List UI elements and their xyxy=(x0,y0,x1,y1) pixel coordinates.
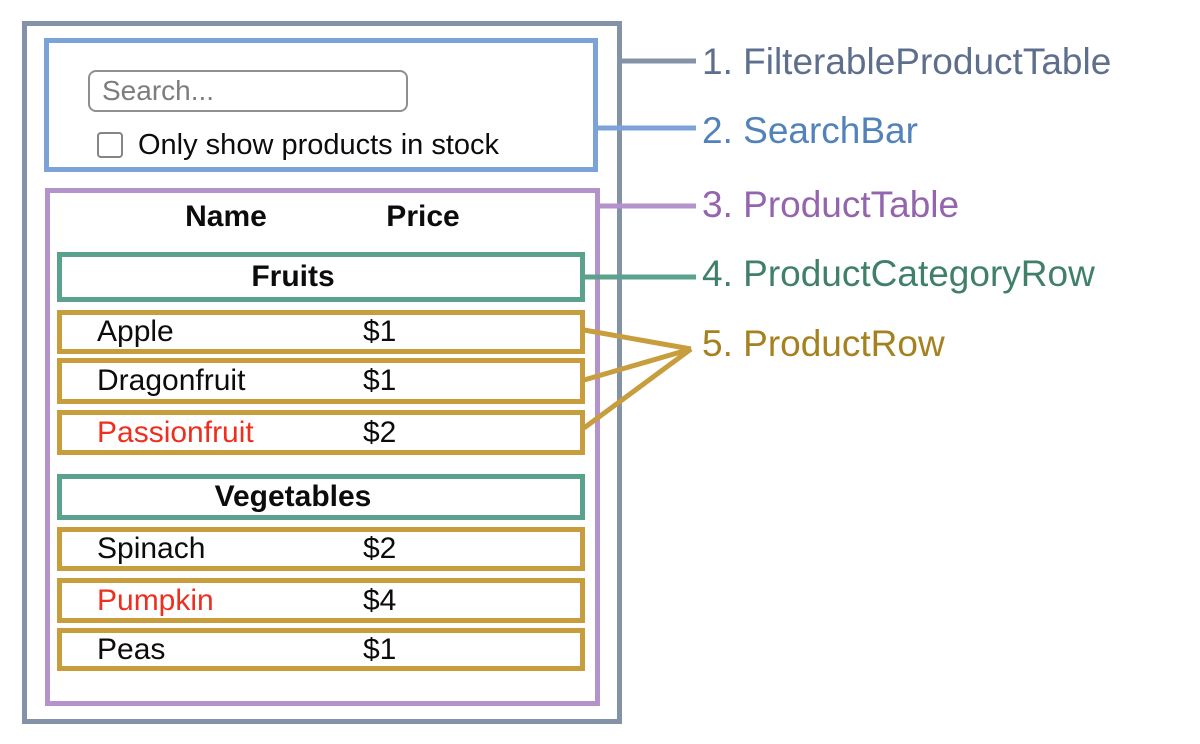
product-price: $4 xyxy=(363,583,397,617)
column-header-name: Name xyxy=(185,200,267,233)
product-row: Pumpkin $4 xyxy=(57,578,585,623)
category-label: Fruits xyxy=(251,260,335,293)
legend-label-product-category-row: 4. ProductCategoryRow xyxy=(702,253,1095,294)
legend-label-product-row: 5. ProductRow xyxy=(702,323,945,364)
stock-checkbox[interactable] xyxy=(97,132,123,158)
product-name: Pumpkin xyxy=(97,583,214,617)
product-price: $2 xyxy=(363,532,397,565)
product-name: Spinach xyxy=(97,532,206,565)
product-category-row: Fruits xyxy=(57,252,585,302)
search-input[interactable] xyxy=(88,70,408,112)
product-price: $1 xyxy=(363,632,397,666)
product-name: Apple xyxy=(97,315,174,348)
column-header-price: Price xyxy=(386,200,460,233)
product-row: Dragonfruit $1 xyxy=(57,358,585,404)
product-row: Spinach $2 xyxy=(57,527,585,571)
legend-label-search-bar: 2. SearchBar xyxy=(702,110,918,151)
product-row: Passionfruit $2 xyxy=(57,410,585,455)
legend-label-product-table: 3. ProductTable xyxy=(702,184,960,225)
legend-label-filterable-product-table: 1. FilterableProductTable xyxy=(702,41,1112,82)
product-table-box: Name Price Fruits Apple $1 Dragonfruit $… xyxy=(45,188,600,706)
product-row: Peas $1 xyxy=(57,628,585,671)
product-name: Passionfruit xyxy=(97,415,254,449)
product-price: $2 xyxy=(363,415,397,449)
product-name: Peas xyxy=(97,632,166,666)
product-category-row: Vegetables xyxy=(57,474,585,520)
category-label: Vegetables xyxy=(214,480,372,513)
search-bar-box: Only show products in stock xyxy=(44,38,598,172)
product-price: $1 xyxy=(363,364,397,397)
product-row: Apple $1 xyxy=(57,310,585,354)
stock-checkbox-label: Only show products in stock xyxy=(138,129,500,161)
product-name: Dragonfruit xyxy=(97,364,246,397)
product-price: $1 xyxy=(363,315,397,348)
